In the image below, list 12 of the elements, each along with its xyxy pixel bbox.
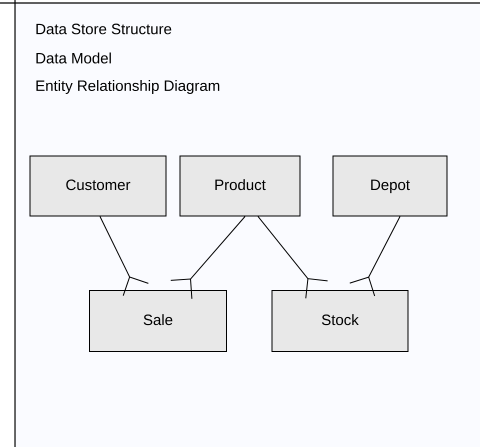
heading-text: Entity Relationship Diagram bbox=[36, 80, 220, 94]
entity-box: Product bbox=[180, 156, 300, 216]
relationship-line bbox=[349, 216, 400, 296]
heading-text: Data Store Structure bbox=[36, 24, 172, 34]
relationship-line bbox=[100, 216, 149, 296]
entity-box: Sale bbox=[89, 290, 227, 352]
entity-box: Depot bbox=[332, 156, 448, 216]
heading-text: Data Model bbox=[36, 52, 111, 64]
relationship-line bbox=[170, 216, 246, 300]
entity-box: Customer bbox=[30, 156, 166, 216]
entity-box: Stock bbox=[272, 290, 408, 352]
relationship-line bbox=[258, 216, 328, 299]
